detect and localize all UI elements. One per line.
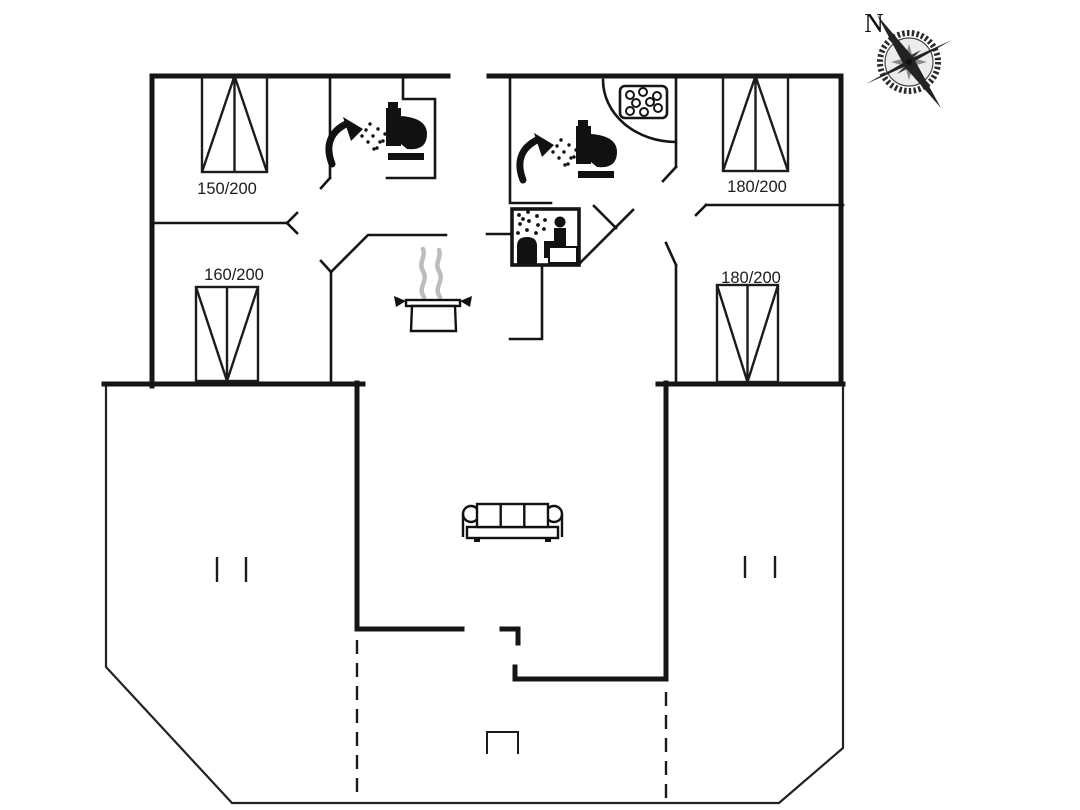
sofa-icon (461, 502, 564, 542)
steam-icon (419, 246, 427, 300)
hall-diagonal-wall (329, 233, 448, 274)
bed-180x200-top (721, 74, 790, 173)
interior-walls (150, 75, 845, 386)
door-tick (319, 259, 333, 274)
bed-180x200-bottom (715, 283, 780, 384)
bed-size-label: 160/200 (204, 266, 264, 284)
terrace-bench-marks (215, 556, 777, 582)
bed-size-label: 150/200 (197, 180, 257, 198)
bed-150x200 (200, 74, 269, 174)
terrace-outline (104, 384, 845, 805)
beds (194, 74, 790, 384)
sauna-bench (548, 246, 578, 264)
door-tick (319, 176, 332, 190)
door-tick (661, 165, 678, 183)
door-tick (694, 203, 708, 217)
bed-size-label: 180/200 (721, 269, 781, 287)
sauna-room (510, 207, 581, 267)
cooking-pot-icon (394, 246, 472, 333)
sauna-person-icon (544, 216, 566, 258)
stove-burners-icon (618, 84, 669, 120)
door-tick (285, 211, 299, 235)
compass-north-label: N (864, 8, 884, 38)
door-tick (664, 241, 678, 267)
bathroom-left-shaft-wall (385, 75, 437, 180)
steam-icon (435, 247, 443, 300)
sauna-diagonal-wall (576, 208, 635, 267)
bed-size-label: 180/200 (727, 178, 787, 196)
exterior-walls (101, 73, 846, 682)
door-tick (592, 204, 618, 230)
terrace-dashed-dividers (355, 640, 668, 801)
sauna-heater-icon (517, 237, 537, 264)
sauna-steam-dots (516, 210, 547, 235)
corner-arc (601, 78, 678, 144)
bathroom-right-west-wall (508, 75, 553, 205)
kitchen-counter (508, 264, 544, 341)
compass-rose-icon: N (864, 8, 952, 108)
terrace-step-mark (486, 731, 519, 754)
bed-160x200 (194, 285, 260, 383)
